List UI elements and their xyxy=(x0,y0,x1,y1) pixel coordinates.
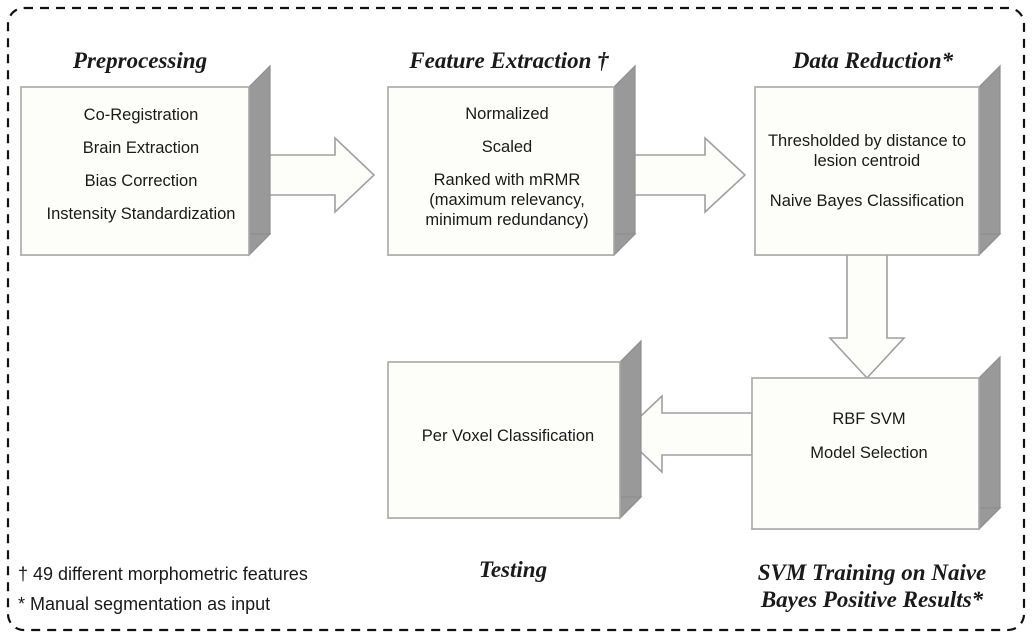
preprocessing-line-2: Bias Correction xyxy=(85,172,198,190)
testing-shadow-right xyxy=(619,339,642,520)
svm-training-title-line1: SVM Training on Naive xyxy=(758,560,987,585)
data-reduction-face xyxy=(754,86,980,256)
preprocessing-shadow-right xyxy=(248,64,271,257)
svm-training-line-0: RBF SVM xyxy=(832,410,905,428)
box-svm-training xyxy=(750,355,1002,531)
svm-training-title-line2: Bayes Positive Results* xyxy=(760,587,984,612)
box-feature-extraction xyxy=(386,64,637,257)
preprocessing-face xyxy=(20,86,250,256)
footnote-1: * Manual segmentation as input xyxy=(18,594,270,614)
footnote-0: † 49 different morphometric features xyxy=(18,564,308,584)
data-reduction-title: Data Reduction* xyxy=(792,48,954,73)
preprocessing-line-3: Instensity Standardization xyxy=(47,205,236,223)
feature-extraction-face xyxy=(387,86,615,256)
feature-extraction-line-1: Scaled xyxy=(482,138,532,156)
data-reduction-line-1: lesion centroid xyxy=(814,152,920,170)
feature-extraction-line-3: (maximum relevancy, xyxy=(429,191,585,209)
testing-face xyxy=(387,361,621,519)
testing-title: Testing xyxy=(479,557,547,582)
feature-extraction-line-4: minimum redundancy) xyxy=(425,211,588,229)
arrow-data-reduction-to-svm-training xyxy=(828,251,906,380)
data-reduction-shadow-right xyxy=(978,64,1001,257)
svm-training-shadow-right xyxy=(978,355,1001,531)
preprocessing-title: Preprocessing xyxy=(72,48,207,73)
data-reduction-line-2: Naive Bayes Classification xyxy=(770,192,964,210)
svm-training-face xyxy=(751,377,980,530)
testing-line-0: Per Voxel Classification xyxy=(422,427,594,445)
preprocessing-line-0: Co-Registration xyxy=(84,106,199,124)
box-preprocessing xyxy=(19,64,272,257)
preprocessing-line-1: Brain Extraction xyxy=(83,139,199,157)
box-data-reduction xyxy=(753,64,1002,257)
svm-training-line-1: Model Selection xyxy=(810,444,927,462)
data-reduction-line-0: Thresholded by distance to xyxy=(768,132,966,150)
feature-extraction-title: Feature Extraction † xyxy=(408,48,609,73)
feature-extraction-shadow-right xyxy=(613,64,636,257)
feature-extraction-line-0: Normalized xyxy=(465,105,548,123)
box-testing xyxy=(386,339,643,520)
arrow-svm-training-to-testing xyxy=(620,394,753,474)
feature-extraction-line-2: Ranked with mRMR xyxy=(434,171,581,189)
diagram-outer-frame xyxy=(6,6,1026,632)
